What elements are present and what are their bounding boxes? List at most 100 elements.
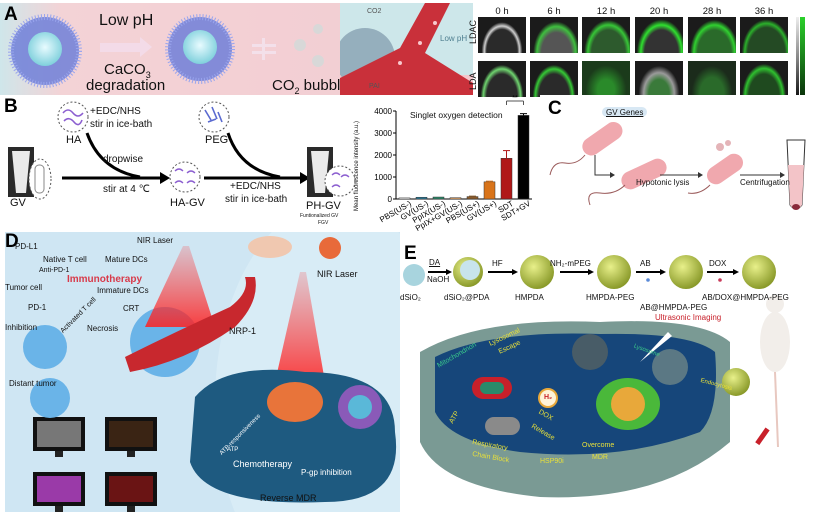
label-immunotherapy: Immunotherapy xyxy=(67,274,143,285)
bar xyxy=(398,197,411,200)
label-p-gp-inhibition: P-gp inhibition xyxy=(301,468,352,477)
hypotonic-lysis-label: Hypotonic lysis xyxy=(636,178,690,187)
panel-label-a: A xyxy=(4,4,18,25)
chart-title: Singlet oxygen detection xyxy=(410,110,503,120)
reagent-gv: GV xyxy=(10,197,26,209)
gv-genes-label: GV Genes xyxy=(606,108,644,117)
label-tumor-cell: Tumor cell xyxy=(5,283,43,292)
image-lda-28h xyxy=(688,61,736,97)
label-nir-laser-1: NIR Laser xyxy=(137,236,174,245)
product-hmpda: HMPDA xyxy=(515,293,544,302)
bar xyxy=(483,181,496,200)
vessel-scheme: CO2 Low pH PAI xyxy=(340,3,473,95)
label-native-t-cell: Native T cell xyxy=(43,255,87,264)
condition-dropwise: dropwise xyxy=(103,154,144,165)
panel-label-c: C xyxy=(548,98,562,119)
low-ph-tag: Low pH xyxy=(440,34,468,43)
condition-stir-4c: stir at 4 ℃ xyxy=(103,184,150,195)
panel-label-d: D xyxy=(5,232,19,252)
label-inhibition: Inhibition xyxy=(5,323,38,332)
panel-d-therapy: D PD-L1 Native T cell Mature DCs Anti-PD… xyxy=(5,232,400,512)
label-hsp90i: HSP90i xyxy=(540,458,564,465)
degradation-label: degradation xyxy=(86,77,166,94)
bar xyxy=(466,196,479,200)
synthesis-scheme xyxy=(8,101,356,200)
caco3-label: CaCO3 xyxy=(104,61,151,80)
timepoint-12h: 12 h xyxy=(596,6,616,17)
panel-label-b: B xyxy=(4,96,18,117)
ph-gv-note: Funtionalized GV xyxy=(300,213,339,219)
ph-gv-abbrev: FGV xyxy=(318,220,329,226)
condition-ice-2: stir in ice-bath xyxy=(225,194,288,205)
product-ab-dox-hmpda-peg: AB/DOX@HMPDA-PEG xyxy=(702,293,789,302)
nanoparticle-illustration xyxy=(8,14,324,88)
label-pd-1: PD-1 xyxy=(28,303,47,312)
svg-text:3000: 3000 xyxy=(374,129,392,138)
bar xyxy=(500,158,513,200)
condition-edc-1: +EDC/NHS xyxy=(90,106,141,117)
svg-text:2000: 2000 xyxy=(374,151,392,160)
svg-text:0: 0 xyxy=(388,195,393,204)
reagent-ha: HA xyxy=(66,134,82,146)
label-crt: CRT xyxy=(123,304,140,313)
reagent-ab: AB xyxy=(640,259,651,268)
image-ldac-6h xyxy=(530,17,578,53)
label-pd-l1: PD-L1 xyxy=(15,242,38,251)
label-overcome: Overcome xyxy=(582,442,615,449)
label-immature-dcs: Immature DCs xyxy=(97,286,149,295)
row-label-ldac: LDAC xyxy=(468,19,478,44)
gv-isolation-scheme xyxy=(549,107,806,210)
label-distant-tumor: Distant tumor xyxy=(9,379,57,388)
photoacoustic-image-grid: 0 h 6 h 12 h 20 h 28 h 36 h LDAC LDA xyxy=(468,0,819,100)
product-dsio2-pda: dSiO₂@PDA xyxy=(444,293,490,302)
bar xyxy=(432,196,445,200)
product-ab-hmpda-peg: AB@HMPDA-PEG xyxy=(640,303,708,312)
image-ldac-36h xyxy=(740,17,788,53)
row-label-lda: LDA xyxy=(468,72,478,90)
label-nrp-1: NRP-1 xyxy=(229,326,257,336)
panel-c-gv-isolation: C GV Genes Hypotonic lysis Centrifugatio… xyxy=(540,95,819,235)
bar xyxy=(517,115,530,200)
label-h2: H₂ xyxy=(544,394,553,401)
label-mdr: MDR xyxy=(592,454,608,461)
label-mature-dcs: Mature DCs xyxy=(105,255,148,264)
svg-text:1000: 1000 xyxy=(374,173,392,182)
therapy-illustration xyxy=(23,232,400,512)
timepoint-6h: 6 h xyxy=(547,6,561,17)
panel-b-synthesis: B HA +EDC/NHS stir in ice-bath PEG dropw… xyxy=(0,95,370,230)
image-lda-12h xyxy=(582,61,630,97)
image-ldac-28h xyxy=(688,17,736,53)
label-chemotherapy: Chemotherapy xyxy=(233,459,293,469)
label-anti-pd-1: Anti-PD-1 xyxy=(39,267,70,274)
panel-e-nanomedicine: E DA NaOH HF NH₂-mPEG AB DOX dSiO₂ dSiO₂… xyxy=(400,232,819,515)
reagent-peg: PEG xyxy=(205,134,229,146)
condition-edc-2: +EDC/NHS xyxy=(230,181,281,192)
image-lda-6h xyxy=(530,61,578,97)
image-lda-20h xyxy=(635,61,683,97)
svg-text:4000: 4000 xyxy=(374,107,392,116)
colorbar xyxy=(800,17,805,97)
image-lda-36h xyxy=(740,61,788,97)
low-ph-label: Low pH xyxy=(99,12,154,29)
bar xyxy=(449,197,462,200)
centrifugation-label: Centrifugation xyxy=(740,178,790,187)
reagent-hf: HF xyxy=(492,259,503,268)
label-atp: ATP xyxy=(227,447,239,453)
product-ha-gv: HA-GV xyxy=(170,197,205,209)
chart-ylabel: Mean fluorescence intensity (a.u.) xyxy=(354,120,361,212)
image-ldac-0h xyxy=(478,17,526,53)
timepoint-20h: 20 h xyxy=(649,6,669,17)
timepoint-0h: 0 h xyxy=(495,6,509,17)
reagent-nh2-mpeg: NH₂-mPEG xyxy=(550,259,591,268)
co2-tag: CO2 xyxy=(367,8,382,15)
image-ldac-12h xyxy=(582,17,630,53)
panel-a-mechanism: A Low pH CaCO3 degradation CO2 bubbles xyxy=(0,3,356,96)
label-ultrasonic-imaging: Ultrasonic Imaging xyxy=(655,313,722,322)
condition-ice-1: stir in ice-bath xyxy=(90,119,153,130)
label-reverse-mdr: Reverse MDR xyxy=(260,493,317,503)
bar xyxy=(415,196,428,200)
timepoint-36h: 36 h xyxy=(754,6,774,17)
label-necrosis: Necrosis xyxy=(87,324,119,333)
svg-text:**: ** xyxy=(512,95,518,102)
